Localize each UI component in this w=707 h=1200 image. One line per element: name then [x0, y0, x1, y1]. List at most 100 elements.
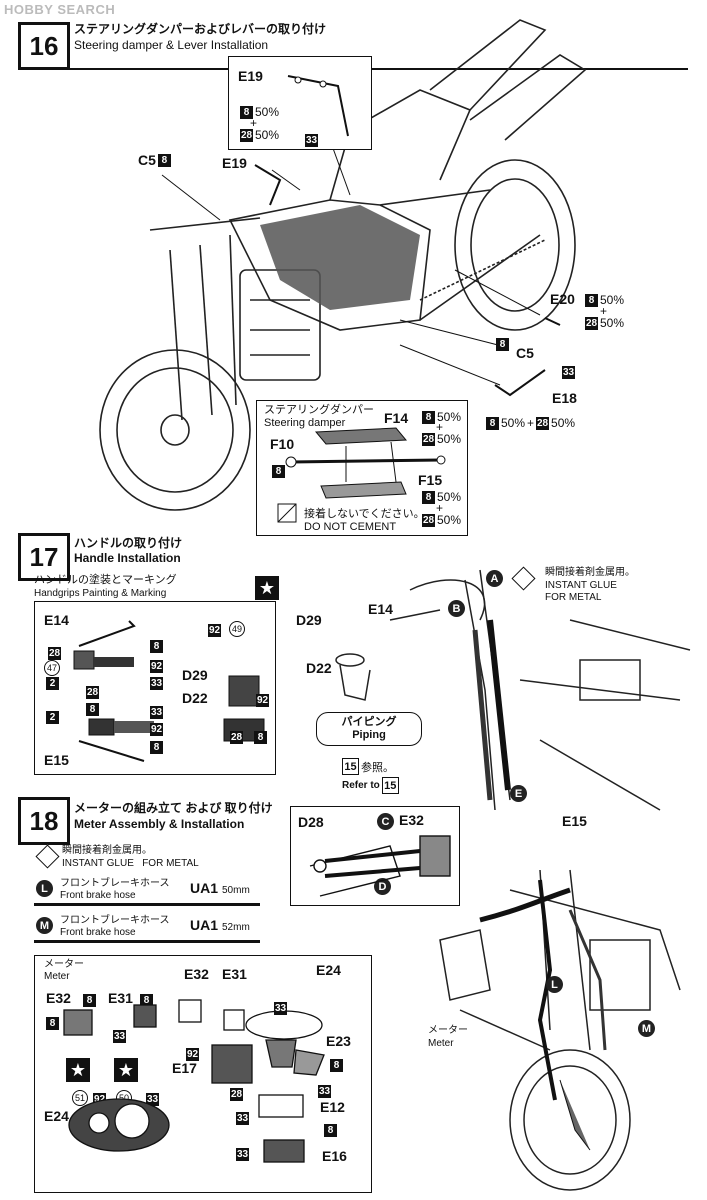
- glue-jp: 瞬間接着剤金属用。: [545, 567, 635, 578]
- step-18-title-jp: メーターの組み立て および 取り付け: [74, 801, 273, 815]
- step-17-title-jp: ハンドルの取り付け: [74, 536, 183, 550]
- top-d28: D28: [298, 814, 324, 830]
- step-18-title-en: Meter Assembly & Installation: [74, 817, 245, 831]
- mb-e16: E16: [322, 1148, 347, 1164]
- color-chip: 49: [229, 621, 245, 637]
- damper-title-en: Steering damper: [264, 417, 346, 429]
- chip-2b: 2: [46, 707, 59, 725]
- mb-e31: E31: [108, 990, 133, 1006]
- hose-m-letter: M: [36, 917, 53, 934]
- glue-jp-18: 瞬間接着剤金属用。: [62, 845, 152, 856]
- mb-chip-92b: 92: [186, 1044, 199, 1062]
- e20-label: E20: [550, 291, 575, 307]
- mb-e32-b: E32: [184, 966, 209, 982]
- ref-box: 15: [381, 777, 399, 794]
- color-chip: 47: [44, 660, 60, 676]
- meter-en: Meter: [428, 1038, 454, 1049]
- chip-92: 92: [150, 656, 163, 674]
- mb-chip-8a: 8: [83, 990, 96, 1008]
- hose-m-len: 52mm: [222, 922, 250, 933]
- e19-chip-33: 33: [305, 130, 318, 148]
- color-chip: 33: [150, 706, 163, 719]
- color-chip: 8: [422, 490, 435, 504]
- damper-title-jp: ステアリングダンパー: [264, 404, 374, 416]
- hose-l-jp: フロントブレーキホース: [60, 878, 170, 889]
- paint-e14-label: E14: [44, 612, 69, 628]
- percent: 50%: [600, 316, 625, 330]
- mb-chip-8c: 8: [46, 1013, 59, 1031]
- color-chip: 8: [83, 994, 96, 1007]
- f10-label: F10: [270, 436, 295, 452]
- mb-chip-33c: 33: [274, 998, 287, 1016]
- meter-box-jp: メーター: [44, 959, 84, 970]
- step-16-title-jp: ステアリングダンパーおよびレバーの取り付け: [74, 22, 327, 36]
- callout-b: B: [448, 600, 465, 617]
- d28-e32-drawing: [309, 835, 451, 897]
- color-chip: 8: [240, 105, 253, 119]
- percent: 50%: [437, 513, 462, 527]
- ref-en: Refer to: [342, 780, 380, 791]
- mb-e24-a: E24: [44, 1108, 69, 1124]
- e15-label: E15: [562, 813, 587, 829]
- glue-en-18: INSTANT GLUE FOR METAL: [62, 858, 199, 869]
- watermark: HOBBY SEARCH: [4, 2, 116, 17]
- plus: +: [527, 416, 535, 430]
- handgrip-drawing: [73, 620, 265, 762]
- chip-33b: 33: [150, 702, 163, 720]
- mb-chip-33d: 33: [318, 1081, 331, 1099]
- color-chip: 2: [46, 711, 59, 724]
- mb-e32: E32: [46, 990, 71, 1006]
- top-callout-c: C: [377, 813, 394, 830]
- color-chip: 8: [422, 410, 435, 424]
- mb-chip-8e: 8: [324, 1120, 337, 1138]
- color-chip: 92: [186, 1048, 199, 1061]
- mb-e31-b: E31: [222, 966, 247, 982]
- mb-e24-b: E24: [316, 962, 341, 978]
- piping-jp: パイピング: [341, 716, 397, 728]
- d29-label: D29: [296, 612, 322, 628]
- color-chip: 28: [230, 731, 243, 744]
- percent: 50%: [551, 416, 576, 430]
- piping-badge: パイピング Piping: [316, 712, 422, 746]
- glue-en2: FOR METAL: [545, 592, 602, 603]
- plus: +: [600, 304, 608, 318]
- hose-l-en: Front brake hose: [60, 890, 136, 901]
- mb-e23: E23: [326, 1033, 351, 1049]
- color-chip: 33: [113, 1030, 126, 1043]
- color-chip: 33: [150, 677, 163, 690]
- part-label: C5: [138, 152, 156, 168]
- callout-e: E: [510, 785, 527, 802]
- color-chip: 28: [230, 1088, 243, 1101]
- color-chip: 33: [318, 1085, 331, 1098]
- meter-box-en: Meter: [44, 971, 70, 982]
- f14-label: F14: [384, 410, 409, 426]
- paint-e15-label: E15: [44, 752, 69, 768]
- color-chip: 2: [46, 677, 59, 690]
- color-chip: 33: [274, 1002, 287, 1015]
- top-e32: E32: [399, 812, 424, 828]
- chip-28c: 28: [230, 727, 243, 745]
- color-chip: 28: [86, 686, 99, 699]
- paint-title-en: Handgrips Painting & Marking: [34, 588, 167, 599]
- chip-8c: 8: [150, 737, 163, 755]
- color-chip: 8: [496, 338, 509, 351]
- hose-m-en: Front brake hose: [60, 927, 136, 938]
- meter-parts-drawing: [63, 999, 325, 1163]
- color-chip: 8: [254, 731, 267, 744]
- mb-chip-33e: 33: [236, 1108, 249, 1126]
- color-chip: 33: [146, 1093, 159, 1106]
- hose-l-bar: [34, 903, 260, 906]
- ref-box: 15: [342, 758, 359, 775]
- chip-8: 8: [150, 636, 163, 654]
- color-chip: 8: [157, 153, 171, 167]
- color-chip: 92: [208, 624, 221, 637]
- f15-label: F15: [418, 472, 443, 488]
- e14-label: E14: [368, 601, 393, 617]
- color-chip: 8: [272, 465, 285, 478]
- color-chip: 28: [48, 647, 61, 660]
- color-chip: 33: [236, 1148, 249, 1161]
- damper-parts-drawing: [277, 427, 446, 523]
